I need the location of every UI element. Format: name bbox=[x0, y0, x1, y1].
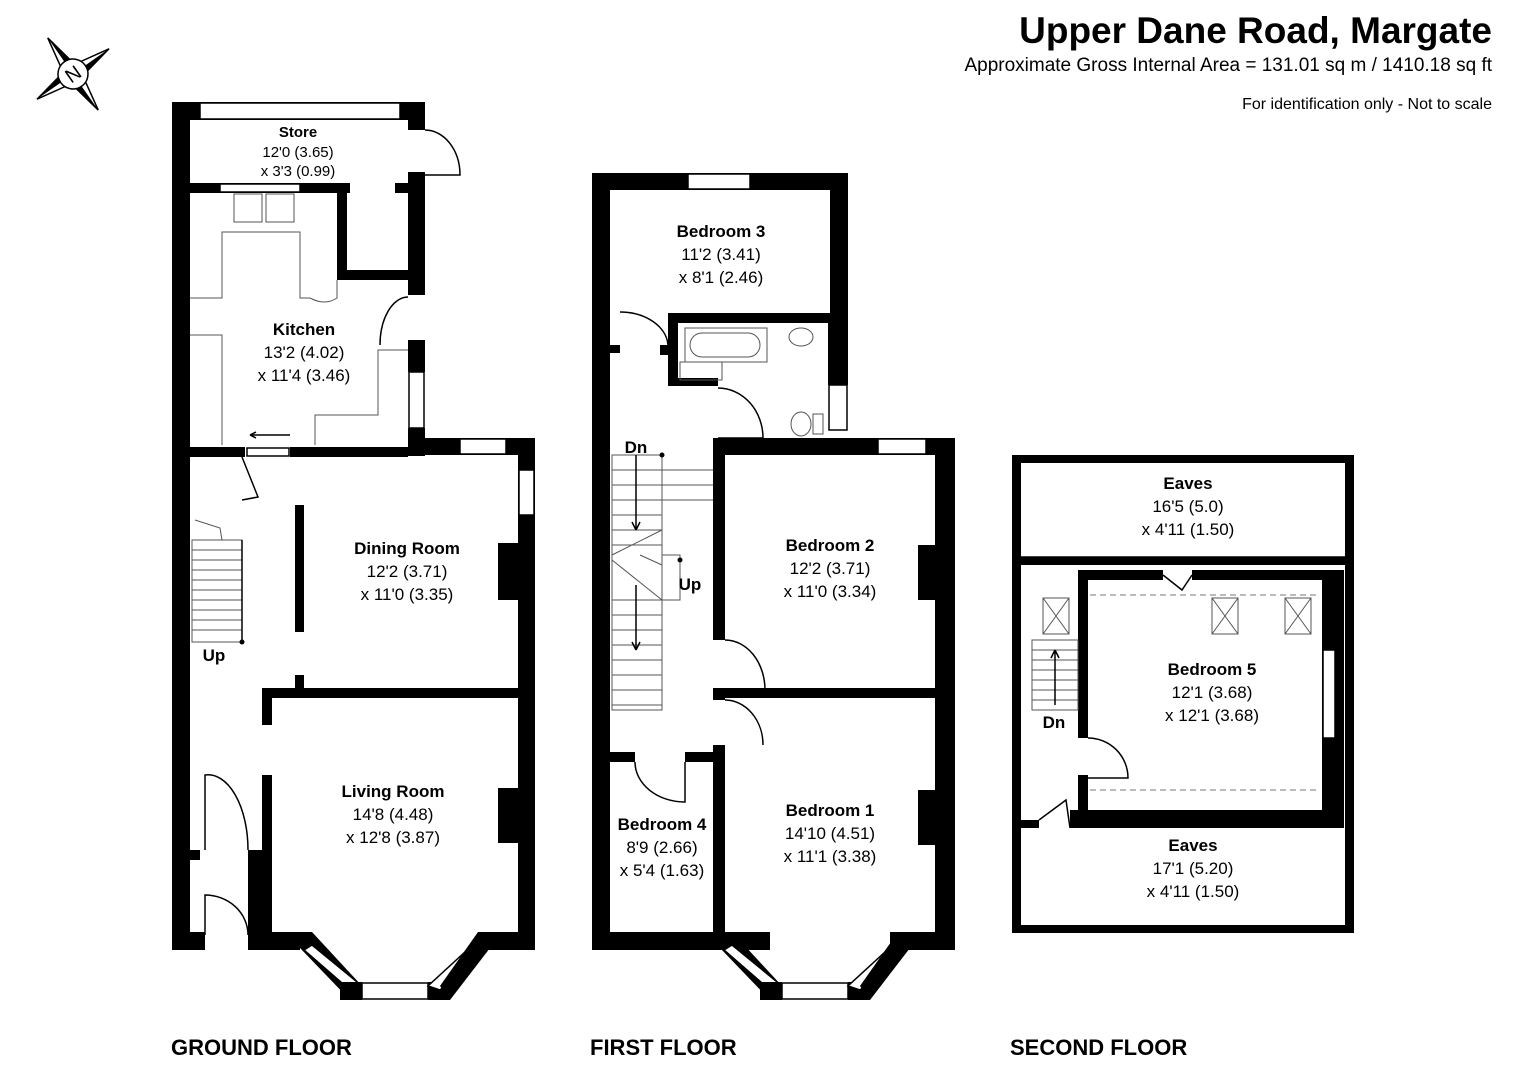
svg-text:14'10 (4.51): 14'10 (4.51) bbox=[785, 824, 875, 843]
svg-text:12'2 (3.71): 12'2 (3.71) bbox=[367, 562, 448, 581]
svg-text:x 11'0 (3.35): x 11'0 (3.35) bbox=[361, 585, 454, 604]
svg-text:16'5 (5.0): 16'5 (5.0) bbox=[1152, 497, 1223, 516]
second-floor-plan: Eaves 16'5 (5.0) x 4'11 (1.50) Bedroom 5… bbox=[1010, 455, 1354, 1060]
svg-text:x 11'0 (3.34): x 11'0 (3.34) bbox=[784, 582, 877, 601]
disclaimer-note: For identification only - Not to scale bbox=[1242, 96, 1492, 113]
ground-stairs bbox=[191, 519, 245, 645]
gross-internal-area: Approximate Gross Internal Area = 131.01… bbox=[964, 55, 1492, 76]
svg-text:Dining Room: Dining Room bbox=[354, 539, 460, 558]
skylight-icon bbox=[1042, 597, 1312, 635]
room-bedroom-2: Bedroom 2 12'2 (3.71) x 11'0 (3.34) bbox=[784, 536, 877, 601]
svg-text:x 8'1 (2.46): x 8'1 (2.46) bbox=[679, 268, 764, 287]
first-floor-label: FIRST FLOOR bbox=[590, 1035, 737, 1060]
second-floor-label: SECOND FLOOR bbox=[1010, 1035, 1187, 1060]
svg-text:x 12'1 (3.68): x 12'1 (3.68) bbox=[1165, 706, 1259, 725]
svg-text:x 11'4 (3.46): x 11'4 (3.46) bbox=[258, 366, 351, 385]
svg-text:Bedroom 4: Bedroom 4 bbox=[618, 815, 707, 834]
room-bedroom-5: Bedroom 5 12'1 (3.68) x 12'1 (3.68) bbox=[1165, 660, 1259, 725]
room-bedroom-3: Bedroom 3 11'2 (3.41) x 8'1 (2.46) bbox=[677, 222, 766, 287]
stairs-down-label: Dn bbox=[625, 438, 648, 457]
svg-text:x 11'1 (3.38): x 11'1 (3.38) bbox=[784, 847, 877, 866]
svg-text:Eaves: Eaves bbox=[1168, 836, 1217, 855]
svg-text:17'1 (5.20): 17'1 (5.20) bbox=[1153, 859, 1234, 878]
svg-text:14'8 (4.48): 14'8 (4.48) bbox=[353, 805, 434, 824]
property-title: Upper Dane Road, Margate bbox=[1019, 10, 1492, 51]
room-eaves-upper: Eaves 16'5 (5.0) x 4'11 (1.50) bbox=[1142, 474, 1235, 539]
svg-text:Store: Store bbox=[279, 124, 317, 141]
svg-text:x 4'11 (1.50): x 4'11 (1.50) bbox=[1147, 882, 1240, 901]
svg-text:12'0 (3.65): 12'0 (3.65) bbox=[262, 144, 333, 161]
second-stairs bbox=[1031, 639, 1079, 711]
svg-text:12'1 (3.68): 12'1 (3.68) bbox=[1172, 683, 1253, 702]
svg-text:Eaves: Eaves bbox=[1163, 474, 1212, 493]
stairs-up-label: Up bbox=[203, 646, 226, 665]
stairs-up-label: Up bbox=[679, 575, 702, 594]
svg-text:Bedroom 5: Bedroom 5 bbox=[1168, 660, 1257, 679]
svg-text:Bedroom 3: Bedroom 3 bbox=[677, 222, 766, 241]
room-store: Store 12'0 (3.65) x 3'3 (0.99) bbox=[261, 124, 336, 180]
room-eaves-lower: Eaves 17'1 (5.20) x 4'11 (1.50) bbox=[1147, 836, 1240, 901]
ground-floor-plan: Store 12'0 (3.65) x 3'3 (0.99) Kitchen 1… bbox=[171, 102, 535, 1060]
room-dining-room: Dining Room 12'2 (3.71) x 11'0 (3.35) bbox=[354, 539, 460, 604]
svg-text:Living Room: Living Room bbox=[342, 782, 445, 801]
room-living-room: Living Room 14'8 (4.48) x 12'8 (3.87) bbox=[342, 782, 445, 847]
svg-text:13'2 (4.02): 13'2 (4.02) bbox=[264, 343, 345, 362]
svg-text:Bedroom 1: Bedroom 1 bbox=[786, 801, 875, 820]
svg-text:Kitchen: Kitchen bbox=[273, 320, 335, 339]
svg-text:12'2 (3.71): 12'2 (3.71) bbox=[790, 559, 871, 578]
svg-text:Bedroom 2: Bedroom 2 bbox=[786, 536, 875, 555]
ground-floor-label: GROUND FLOOR bbox=[171, 1035, 352, 1060]
svg-text:8'9 (2.66): 8'9 (2.66) bbox=[626, 838, 697, 857]
first-floor-plan: Bedroom 3 11'2 (3.41) x 8'1 (2.46) Bedro… bbox=[590, 173, 955, 1060]
stairs-down-label: Dn bbox=[1043, 713, 1066, 732]
svg-text:11'2 (3.41): 11'2 (3.41) bbox=[681, 245, 760, 264]
room-kitchen: Kitchen 13'2 (4.02) x 11'4 (3.46) bbox=[258, 320, 351, 385]
svg-text:x 4'11 (1.50): x 4'11 (1.50) bbox=[1142, 520, 1235, 539]
svg-text:x 3'3 (0.99): x 3'3 (0.99) bbox=[261, 163, 336, 180]
room-bedroom-4: Bedroom 4 8'9 (2.66) x 5'4 (1.63) bbox=[618, 815, 707, 880]
compass-icon: N bbox=[36, 37, 110, 111]
svg-text:x 5'4 (1.63): x 5'4 (1.63) bbox=[620, 861, 705, 880]
svg-text:x 12'8 (3.87): x 12'8 (3.87) bbox=[346, 828, 440, 847]
first-stairs bbox=[611, 452, 713, 711]
room-bedroom-1: Bedroom 1 14'10 (4.51) x 11'1 (3.38) bbox=[784, 801, 877, 866]
